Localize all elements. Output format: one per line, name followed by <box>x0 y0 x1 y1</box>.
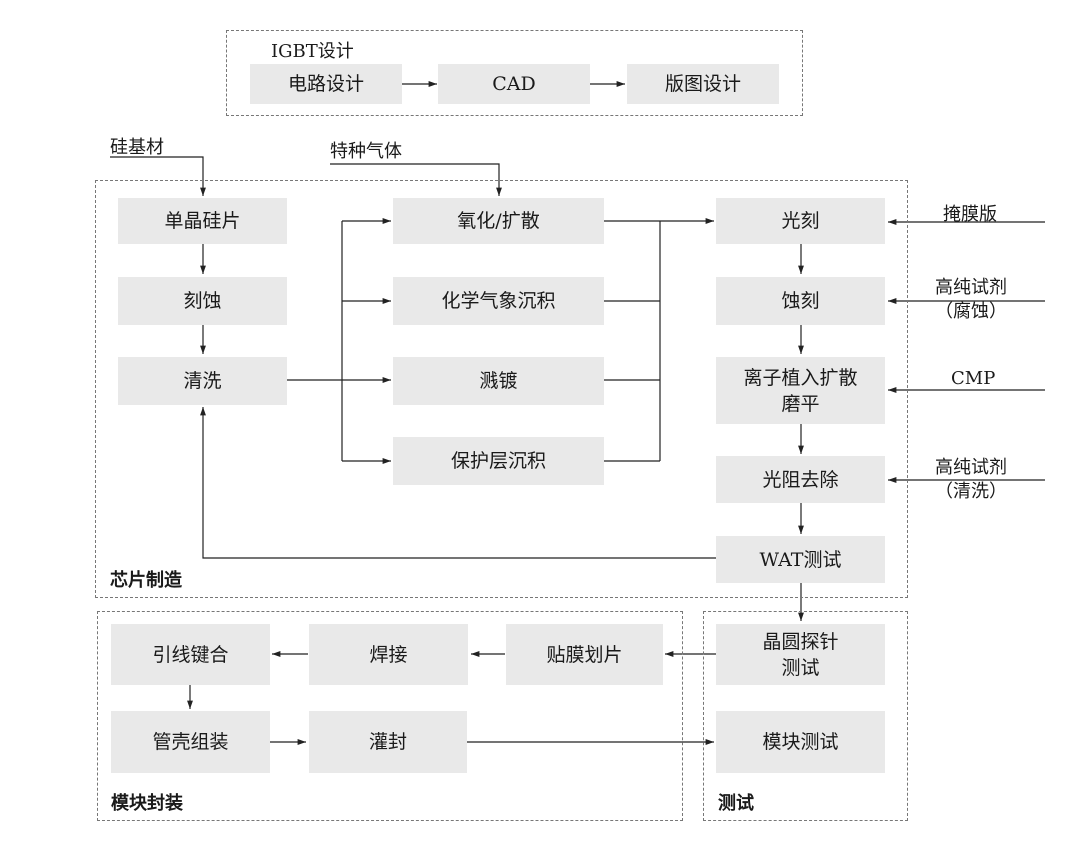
node-lithography: 光刻 <box>716 198 885 244</box>
node-ion-implant: 离子植入扩散 磨平 <box>716 357 885 424</box>
group-module-packaging-label: 模块封装 <box>111 793 183 814</box>
node-circuit-design: 电路设计 <box>250 64 402 104</box>
node-oxidation-diffusion: 氧化/扩散 <box>393 198 604 244</box>
group-module-packaging <box>97 611 683 821</box>
node-layout-design: 版图设计 <box>627 64 779 104</box>
input-reagent-clean: 高纯试剂 （清洗） <box>935 457 1007 502</box>
arrow-substrate-to-wafer <box>110 156 206 196</box>
node-wafer: 单晶硅片 <box>118 198 287 244</box>
node-clean: 清洗 <box>118 357 287 405</box>
arrow-gas-to-oxidation <box>330 163 502 196</box>
node-wafer-probe-test: 晶圆探针 测试 <box>716 624 885 685</box>
group-igbt-design-label: IGBT设计 <box>271 41 354 62</box>
group-testing <box>703 611 908 821</box>
group-chip-manufacturing-label: 芯片制造 <box>110 570 182 591</box>
group-chip-manufacturing <box>95 180 908 598</box>
node-module-test: 模块测试 <box>716 711 885 773</box>
node-etching: 蚀刻 <box>716 277 885 325</box>
node-cad: CAD <box>438 64 590 104</box>
input-reagent-etch: 高纯试剂 （腐蚀） <box>935 277 1007 322</box>
input-photomask: 掩膜版 <box>943 204 997 225</box>
node-welding: 焊接 <box>309 624 468 685</box>
group-igbt-design <box>226 30 803 116</box>
input-special-gas: 特种气体 <box>330 141 402 162</box>
group-testing-label: 测试 <box>718 793 754 814</box>
node-cvd: 化学气象沉积 <box>393 277 604 325</box>
input-cmp: CMP <box>951 368 996 389</box>
node-housing-assembly: 管壳组装 <box>111 711 270 773</box>
node-sputtering: 溅镀 <box>393 357 604 405</box>
node-protective-layer: 保护层沉积 <box>393 437 604 485</box>
node-wat-test: WAT测试 <box>716 536 885 583</box>
node-etch: 刻蚀 <box>118 277 287 325</box>
node-potting-sealing: 灌封 <box>309 711 467 773</box>
node-wire-bonding: 引线键合 <box>111 624 270 685</box>
node-die-attach-dicing: 贴膜划片 <box>506 624 663 685</box>
arrow-wat-feedback-to-clean <box>200 407 716 559</box>
input-silicon-substrate: 硅基材 <box>110 137 164 158</box>
node-resist-removal: 光阻去除 <box>716 456 885 503</box>
